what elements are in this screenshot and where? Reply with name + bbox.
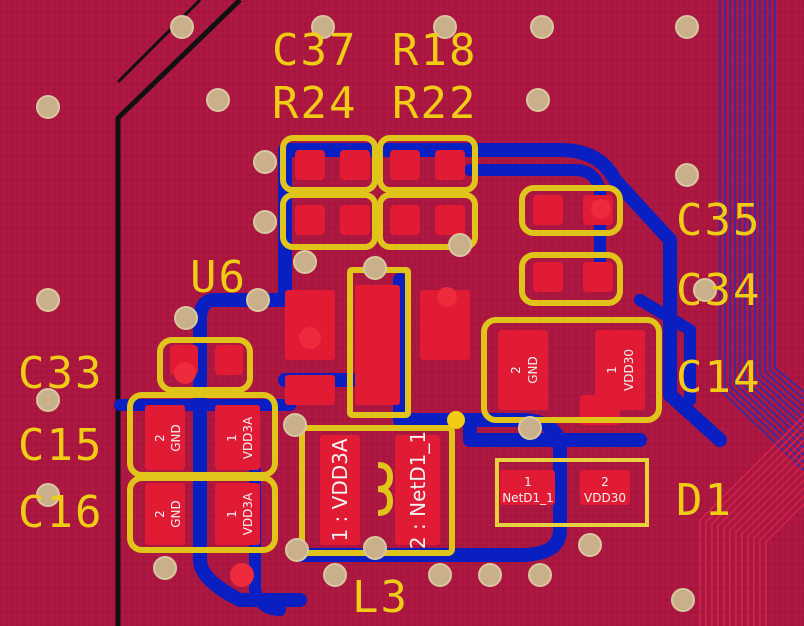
designator-c16: C16: [18, 487, 103, 538]
silkscreen-outlines: [127, 135, 662, 556]
designator-r22: R22: [392, 78, 477, 129]
d1-pad1-net: NetD1_1: [502, 491, 554, 505]
c16-pad1-net: VDD3A: [241, 492, 255, 535]
board-outline-2: [116, 0, 202, 84]
designator-r18: R18: [392, 25, 477, 76]
u6-pin1-dot: [447, 411, 465, 429]
d1-pad2-num: 2: [601, 475, 609, 489]
designator-c14: C14: [676, 352, 761, 403]
designator-u6: U6: [190, 252, 247, 303]
c15-pad2-net: GND: [169, 424, 183, 452]
c16-pad2-num: 2: [153, 510, 167, 518]
right-trace-bus: [719, 0, 804, 471]
designator-c37: C37: [272, 25, 357, 76]
designator-d1: D1: [676, 475, 733, 526]
c15-pad1-net: VDD3A: [241, 416, 255, 459]
c16-pad1-num: 1: [225, 510, 239, 518]
l3-coil-mark: [377, 462, 394, 516]
c15-pad1-num: 1: [225, 434, 239, 442]
pad-labels: 2 GND 1 VDD30 2 GND 1 VDD3A 2 GND 1 VDD3…: [153, 349, 636, 549]
designator-c35: C35: [676, 195, 761, 246]
board-outline: [115, 0, 242, 626]
c14-pad1-num: 1: [605, 366, 619, 374]
c15-pad2-num: 2: [153, 434, 167, 442]
copper-pads: [145, 150, 645, 545]
c14-pad2-num: 2: [509, 366, 523, 374]
l3-pad2-label: 2 : NetD1_1: [406, 431, 430, 549]
c16-pad2-net: GND: [169, 500, 183, 528]
d1-pad1-num: 1: [524, 475, 532, 489]
copper-vias: [174, 199, 611, 587]
c14-pad1-net: VDD30: [622, 349, 636, 391]
d1-pad2-net: VDD30: [584, 491, 626, 505]
vias: [36, 15, 717, 612]
l3-pad1-label: 1 : VDD3A: [328, 438, 352, 541]
right-red-bus: [699, 415, 804, 626]
designator-l3: L3: [352, 572, 409, 623]
designator-c15: C15: [18, 420, 103, 471]
designator-r24: R24: [272, 78, 357, 129]
c14-pad2-net: GND: [526, 356, 540, 384]
designators: C37 R18 R24 R22 C35 C34 U6 C33 C14 C15 C…: [18, 25, 761, 623]
designator-c34: C34: [676, 265, 761, 316]
designator-c33: C33: [18, 348, 103, 399]
d1-outline: [495, 458, 649, 527]
